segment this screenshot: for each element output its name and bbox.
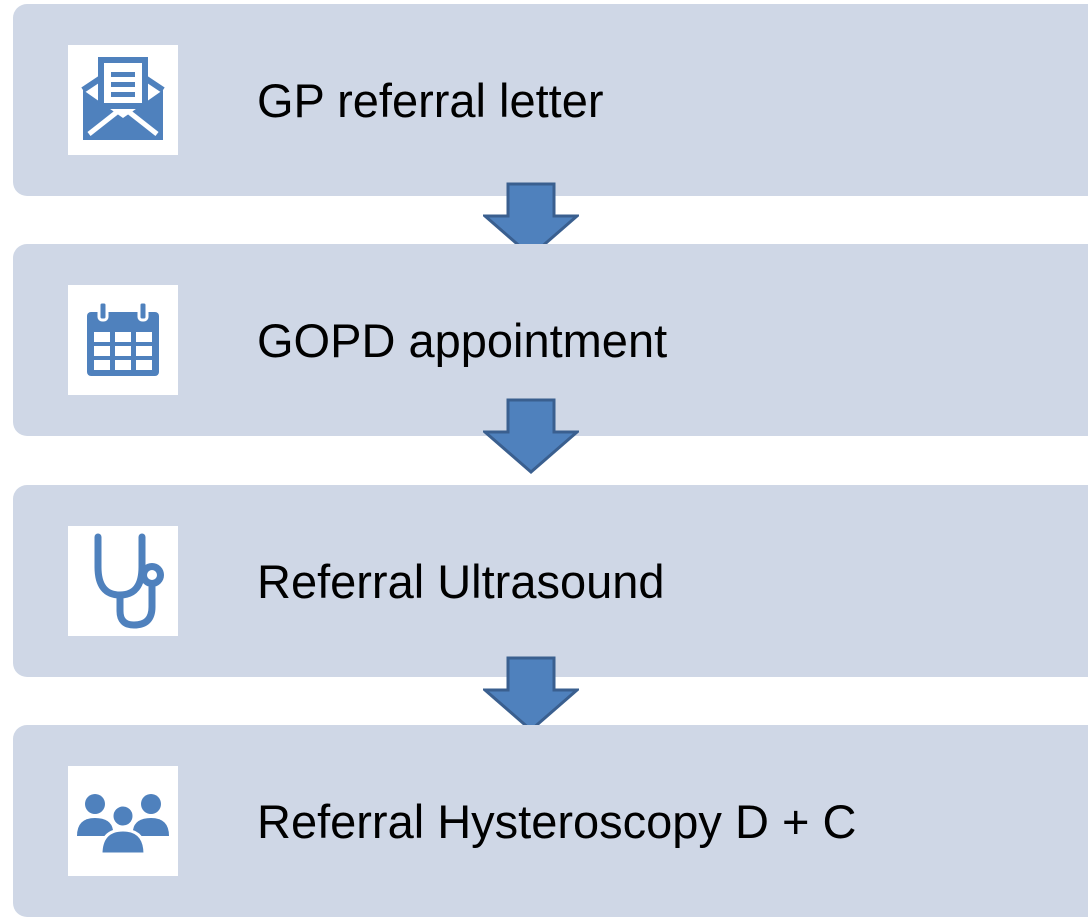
- icon-frame: [68, 526, 178, 636]
- step-gopd-appointment: GOPD appointment: [13, 244, 1088, 436]
- calendar-icon: [87, 300, 159, 376]
- step-label: Referral Ultrasound: [257, 554, 665, 608]
- step-referral-hysteroscopy: Referral Hysteroscopy D + C: [13, 725, 1088, 917]
- down-arrow-icon: [483, 182, 579, 258]
- step-referral-ultrasound: Referral Ultrasound: [13, 485, 1088, 677]
- icon-frame: [68, 766, 178, 876]
- down-arrow-icon: [483, 656, 579, 732]
- stethoscope-icon: [94, 533, 164, 629]
- down-arrow-icon: [483, 398, 579, 474]
- icon-frame: [68, 285, 178, 395]
- step-label: GP referral letter: [257, 73, 604, 127]
- step-label: GOPD appointment: [257, 313, 668, 367]
- step-label: Referral Hysteroscopy D + C: [257, 794, 857, 848]
- envelope-letter-icon: [81, 57, 165, 140]
- group-icon: [77, 794, 169, 856]
- icon-frame: [68, 45, 178, 155]
- step-gp-referral: GP referral letter: [13, 4, 1088, 196]
